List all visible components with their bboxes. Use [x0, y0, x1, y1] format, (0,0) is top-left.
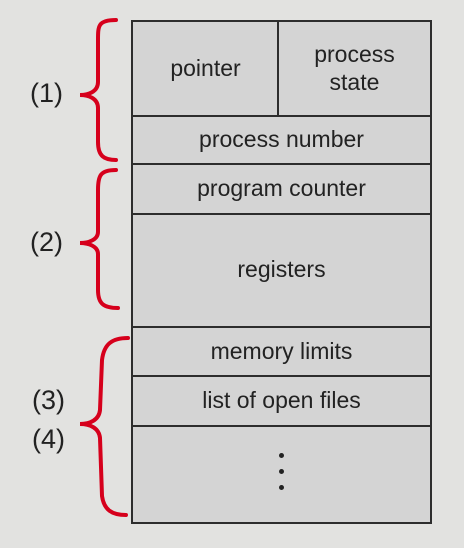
open-files-label: list of open files: [202, 387, 361, 414]
bracket-3-4: [79, 336, 130, 517]
process-number-label: process number: [199, 126, 364, 153]
bracket-2: [79, 168, 120, 310]
more-fields-area: [133, 427, 430, 522]
group-label-1: (1): [30, 78, 63, 108]
program-counter-field: program counter: [133, 165, 430, 213]
ellipsis-dot: [279, 485, 284, 490]
process-number-field: process number: [133, 117, 430, 163]
group-label-4: (4): [32, 424, 65, 454]
divider-6: [133, 425, 430, 427]
vertical-ellipsis-icon: [133, 453, 430, 490]
divider-2: [133, 163, 430, 165]
process-state-field: process state: [279, 22, 430, 116]
ellipsis-dot: [279, 469, 284, 474]
ellipsis-dot: [279, 453, 284, 458]
divider-1: [133, 115, 430, 117]
group-label-3: (3): [32, 385, 65, 415]
process-control-block: pointer process state process number pro…: [131, 20, 432, 524]
program-counter-label: program counter: [197, 175, 366, 202]
process-state-label: process state: [314, 41, 395, 95]
pointer-label: pointer: [170, 55, 241, 82]
pointer-field: pointer: [133, 22, 278, 116]
registers-label: registers: [237, 256, 326, 283]
open-files-field: list of open files: [133, 377, 430, 425]
memory-limits-field: memory limits: [133, 328, 430, 376]
divider-5: [133, 375, 430, 377]
group-label-2: (2): [30, 227, 63, 257]
memory-limits-label: memory limits: [210, 338, 353, 365]
bracket-1: [79, 18, 118, 162]
divider-pointer-state: [277, 22, 279, 116]
divider-3: [133, 213, 430, 215]
divider-4: [133, 326, 430, 328]
registers-field: registers: [133, 215, 430, 325]
